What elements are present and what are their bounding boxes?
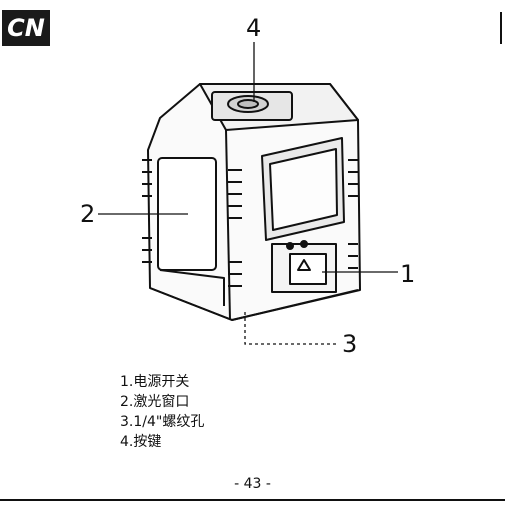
callout-1: 1: [400, 260, 415, 288]
legend-item: 1.电源开关: [120, 372, 204, 392]
footer-rule: [0, 499, 505, 501]
legend-item: 2.激光窗口: [120, 392, 204, 412]
callout-3: 3: [342, 330, 357, 358]
callout-4: 4: [246, 14, 261, 42]
legend-item: 3.1/4"螺纹孔: [120, 412, 204, 432]
callout-2: 2: [80, 200, 95, 228]
parts-legend: 1.电源开关 2.激光窗口 3.1/4"螺纹孔 4.按键: [120, 372, 204, 452]
legend-item: 4.按键: [120, 432, 204, 452]
page-number: - 43 -: [0, 476, 505, 492]
